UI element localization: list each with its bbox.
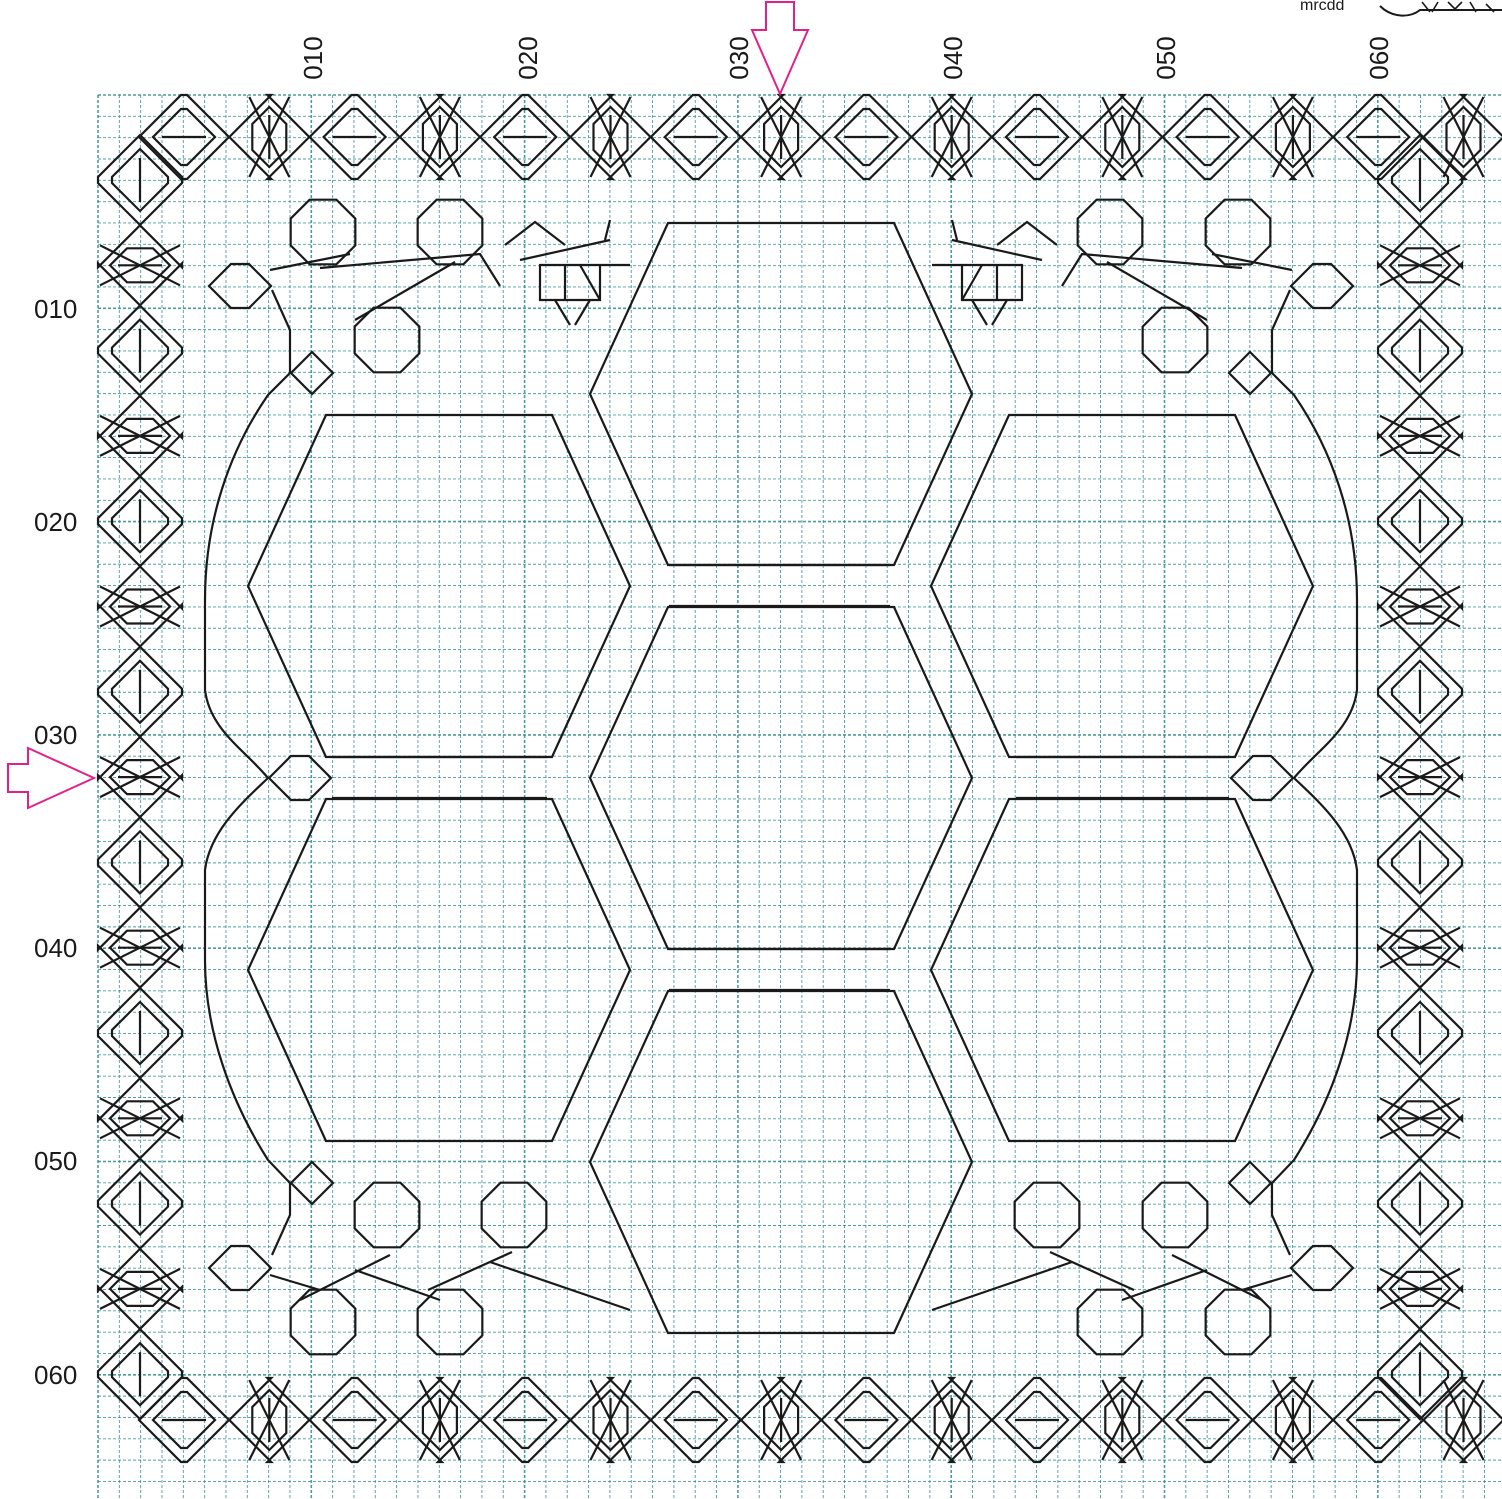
row-label: 050 (34, 1146, 77, 1176)
row-labels: 010 020 030 040 050 060 (34, 294, 77, 1390)
chart-grid (98, 95, 1502, 1499)
column-label: 050 (1151, 36, 1181, 79)
center-row-arrow (8, 748, 94, 808)
column-label: 020 (513, 36, 543, 79)
swirl-loop (1143, 308, 1208, 373)
column-label: 040 (938, 36, 968, 79)
row-label: 060 (34, 1360, 77, 1390)
swirl-loop (1015, 1183, 1080, 1248)
row-label: 020 (34, 507, 77, 537)
leaf-hexagon (1291, 264, 1353, 308)
row-label: 010 (34, 294, 77, 324)
swirl-loop (1143, 1183, 1208, 1248)
corner-legend: mrcdd (1300, 0, 1502, 16)
column-label: 010 (298, 36, 328, 79)
swirl-loop (482, 1183, 547, 1248)
swirl-loop (355, 308, 420, 373)
corner-label: mrcdd (1300, 0, 1344, 14)
row-label: 030 (34, 720, 77, 750)
legend-swatch-icon (1380, 6, 1502, 16)
swirl-loop (1078, 1290, 1143, 1355)
swirl-loop (418, 1290, 483, 1355)
swirl-loop (355, 1183, 420, 1248)
column-label: 030 (724, 36, 754, 79)
vine-line (205, 254, 500, 778)
column-label: 060 (1364, 36, 1394, 79)
column-labels: 010 020 030 040 050 060 (298, 36, 1394, 79)
vine-line (1062, 254, 1357, 778)
leaf-hexagon (209, 264, 271, 308)
row-label: 040 (34, 933, 77, 963)
center-column-arrow (752, 2, 808, 94)
